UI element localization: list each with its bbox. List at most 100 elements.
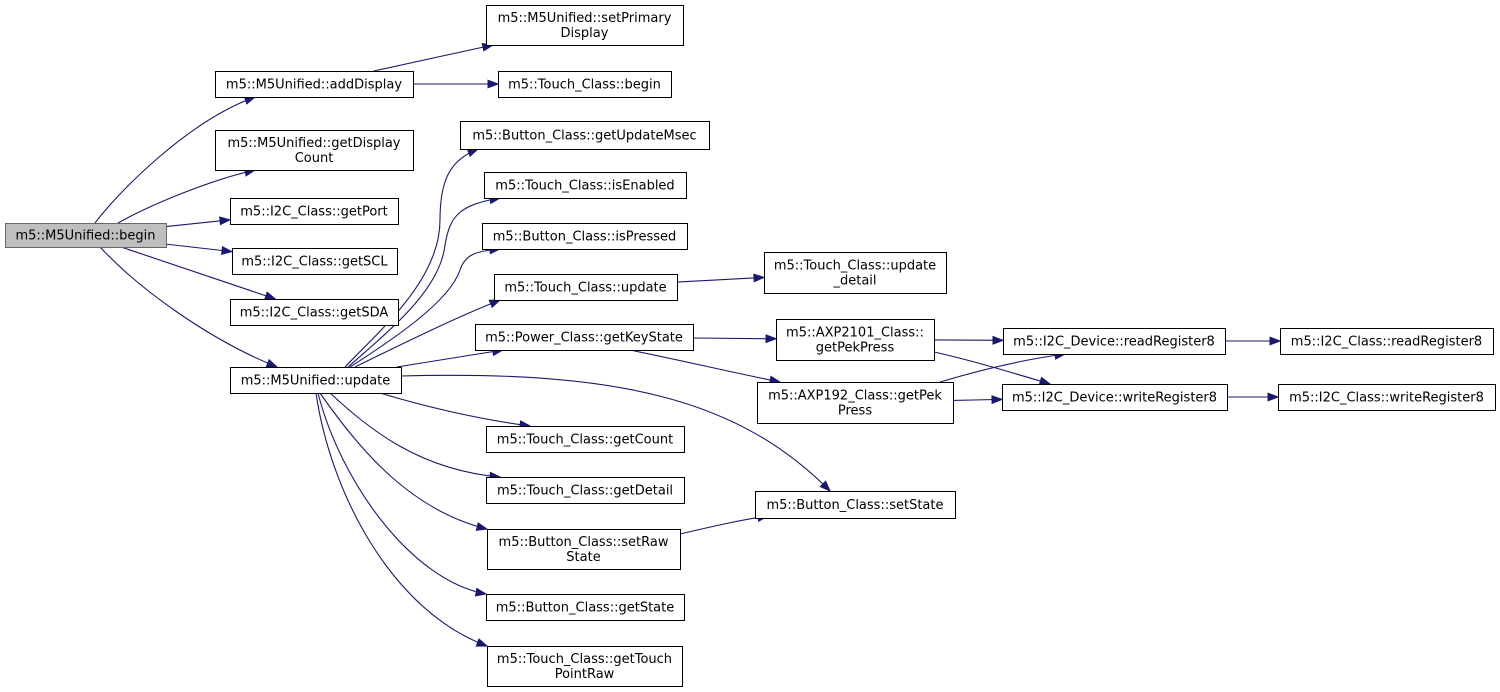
node-box[interactable] bbox=[494, 274, 678, 301]
node-label: m5::M5Unified::getDisplay bbox=[227, 136, 400, 151]
arrow-head bbox=[487, 79, 500, 89]
node-update[interactable]: m5::M5Unified::update bbox=[230, 367, 402, 394]
node-label: m5::M5Unified::begin bbox=[15, 229, 155, 244]
node-label: getPekPress bbox=[816, 341, 895, 356]
edge-line bbox=[396, 349, 503, 368]
node-box[interactable] bbox=[764, 252, 947, 294]
node-touchBegin[interactable]: m5::Touch_Class::begin bbox=[498, 71, 672, 98]
node-isEnabled[interactable]: m5::Touch_Class::isEnabled bbox=[484, 172, 687, 199]
node-box[interactable] bbox=[486, 5, 684, 46]
node-box[interactable] bbox=[1002, 384, 1228, 411]
arrow-head bbox=[488, 299, 502, 309]
edge-line bbox=[344, 148, 479, 368]
node-box[interactable] bbox=[215, 71, 414, 98]
node-begin[interactable]: m5::M5Unified::begin bbox=[5, 223, 167, 248]
edge-update-to-getDetail bbox=[329, 392, 502, 481]
node-touchUpdate[interactable]: m5::Touch_Class::update bbox=[494, 274, 678, 301]
node-label: m5::Touch_Class::getDetail bbox=[497, 484, 673, 499]
node-box[interactable] bbox=[486, 594, 685, 621]
node-label: PointRaw bbox=[555, 667, 615, 682]
node-label: m5::I2C_Class::getSDA bbox=[240, 306, 389, 321]
edge-getKeyState-to-axp192GetPekPress bbox=[629, 349, 782, 385]
node-box[interactable] bbox=[215, 130, 414, 171]
edge-setRawState-to-setState bbox=[679, 513, 770, 535]
node-box[interactable] bbox=[487, 646, 683, 687]
node-addDisplay[interactable]: m5::M5Unified::addDisplay bbox=[215, 71, 414, 98]
edge-line bbox=[329, 392, 501, 478]
node-label: m5::AXP192_Class::getPek bbox=[768, 389, 942, 404]
node-getState[interactable]: m5::Button_Class::getState bbox=[486, 594, 685, 621]
edge-readRegister8Dev-to-readRegister8Cls bbox=[1225, 336, 1282, 346]
node-box[interactable] bbox=[1280, 328, 1494, 355]
edge-line bbox=[629, 349, 781, 383]
node-label: m5::Touch_Class::getTouch bbox=[497, 652, 672, 667]
node-box[interactable] bbox=[484, 172, 687, 199]
node-label: m5::Touch_Class::getCount bbox=[497, 433, 673, 448]
node-box[interactable] bbox=[5, 223, 167, 248]
edge-axp192GetPekPress-to-readRegister8Dev bbox=[939, 350, 1067, 383]
node-box[interactable] bbox=[487, 529, 681, 570]
node-box[interactable] bbox=[757, 382, 954, 424]
node-label: m5::M5Unified::update bbox=[241, 374, 391, 389]
node-label: m5::Button_Class::setRaw bbox=[499, 535, 669, 550]
node-box[interactable] bbox=[755, 491, 956, 519]
edge-update-to-setState bbox=[400, 374, 831, 493]
node-box[interactable] bbox=[232, 248, 398, 275]
node-box[interactable] bbox=[486, 426, 685, 453]
node-box[interactable] bbox=[1278, 384, 1496, 411]
node-box[interactable] bbox=[230, 367, 402, 394]
arrow-head bbox=[264, 291, 277, 300]
node-getSCL[interactable]: m5::I2C_Class::getSCL bbox=[232, 248, 398, 275]
node-box[interactable] bbox=[230, 299, 399, 326]
edge-writeRegister8Dev-to-writeRegister8Cls bbox=[1227, 392, 1280, 402]
edge-line bbox=[373, 44, 493, 72]
node-box[interactable] bbox=[498, 71, 672, 98]
node-readRegister8Cls[interactable]: m5::I2C_Class::readRegister8 bbox=[1280, 328, 1494, 355]
edge-line bbox=[354, 299, 501, 368]
edge-update-to-getTouchPointRaw bbox=[315, 392, 489, 647]
node-setState[interactable]: m5::Button_Class::setState bbox=[755, 491, 956, 519]
edge-line bbox=[400, 374, 831, 492]
edge-addDisplay-to-touchBegin bbox=[413, 79, 500, 89]
node-getUpdateMsec[interactable]: m5::Button_Class::getUpdateMsec bbox=[460, 121, 710, 150]
edge-line bbox=[349, 248, 501, 368]
node-box[interactable] bbox=[475, 324, 694, 351]
edge-line bbox=[165, 243, 233, 253]
node-getCount[interactable]: m5::Touch_Class::getCount bbox=[486, 426, 685, 453]
edge-line bbox=[692, 337, 777, 340]
node-writeRegister8Cls[interactable]: m5::I2C_Class::writeRegister8 bbox=[1278, 384, 1496, 411]
node-box[interactable] bbox=[486, 477, 685, 504]
edge-getKeyState-to-axp2101GetPekPress bbox=[692, 334, 778, 344]
arrow-head bbox=[1269, 336, 1282, 346]
node-label: State bbox=[566, 550, 600, 565]
node-getSDA[interactable]: m5::I2C_Class::getSDA bbox=[230, 299, 399, 326]
node-box[interactable] bbox=[482, 223, 688, 250]
node-getDetail[interactable]: m5::Touch_Class::getDetail bbox=[486, 477, 685, 504]
arrow-head bbox=[765, 334, 778, 344]
node-axp192GetPekPress[interactable]: m5::AXP192_Class::getPekPress bbox=[757, 382, 954, 424]
node-updateDetail[interactable]: m5::Touch_Class::update_detail bbox=[764, 252, 947, 294]
arrow-head bbox=[1038, 376, 1052, 386]
node-box[interactable] bbox=[1003, 328, 1226, 355]
node-box[interactable] bbox=[460, 121, 710, 150]
node-getPort[interactable]: m5::I2C_Class::getPort bbox=[230, 198, 399, 225]
edge-line bbox=[99, 246, 278, 368]
edge-begin-to-getSCL bbox=[165, 243, 234, 255]
edge-line bbox=[165, 219, 231, 228]
node-writeRegister8Dev[interactable]: m5::I2C_Device::writeRegister8 bbox=[1002, 384, 1228, 411]
node-box[interactable] bbox=[776, 319, 935, 361]
node-isPressed[interactable]: m5::Button_Class::isPressed bbox=[482, 223, 688, 250]
edge-line bbox=[676, 276, 765, 283]
node-box[interactable] bbox=[230, 198, 399, 225]
node-axp2101GetPekPress[interactable]: m5::AXP2101_Class::getPekPress bbox=[776, 319, 935, 361]
edge-line bbox=[379, 392, 531, 427]
node-label: m5::M5Unified::addDisplay bbox=[226, 78, 402, 93]
node-getKeyState[interactable]: m5::Power_Class::getKeyState bbox=[475, 324, 694, 351]
arrow-head bbox=[265, 358, 279, 368]
node-readRegister8Dev[interactable]: m5::I2C_Device::readRegister8 bbox=[1003, 328, 1226, 355]
